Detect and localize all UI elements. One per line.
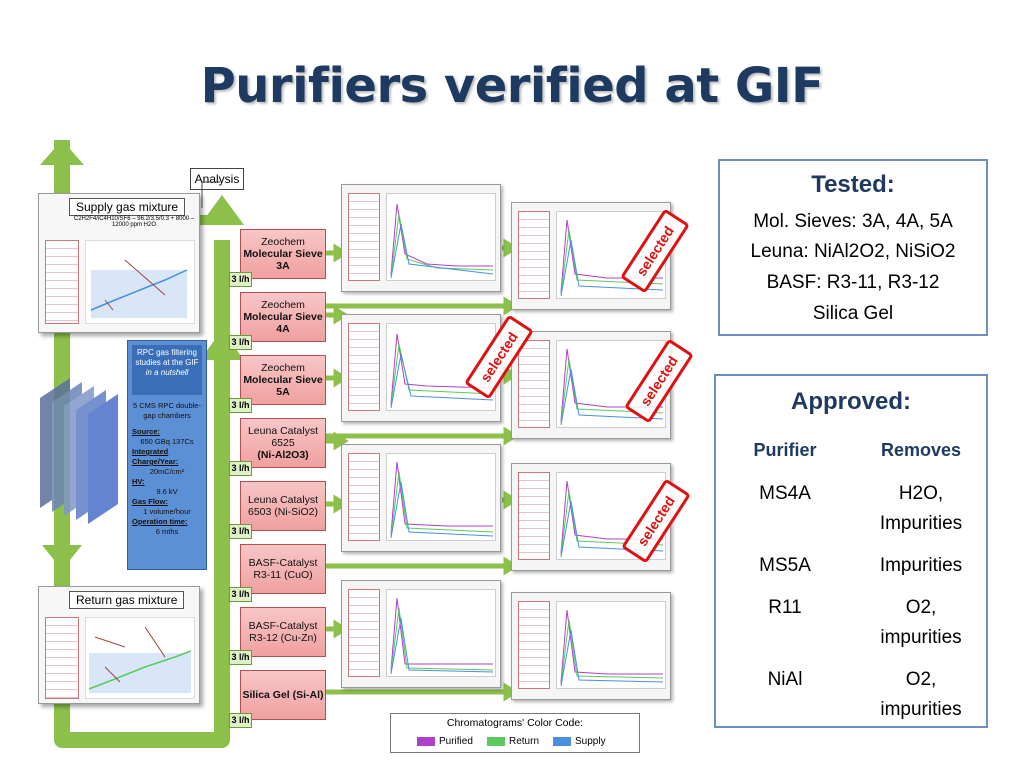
removes-cell: H2O, [898,483,944,504]
supply-swatch [553,737,571,746]
removes-cell: Impurities [879,555,963,576]
purifier-ms4a: Zeochem Molecular Sieve 4A [240,292,326,342]
purifier-silica-gel: Silica Gel (Si-Al) [240,670,326,720]
purifier-line1: Leuna Catalyst [247,425,319,437]
legend-item-supply: Supply [553,736,606,747]
chromatogram-thumbnail [341,580,501,688]
removes-cell: impurities [880,627,962,648]
removes-cell: Impurities [879,513,963,534]
flow-rate-label: 3 l/h [229,650,252,665]
tested-line: Leuna: NiAl2O2, NiSiO2 [750,241,956,262]
chromatogram-thumbnail [511,592,671,700]
legend-title: Chromatograms' Color Code: [446,717,584,729]
legend-label: Purified [439,736,473,747]
info-flow-label: Gas Flow: [132,497,168,506]
purifier-line1: BASF-Catalyst [248,620,318,632]
purifier-line1: Zeochem [261,299,305,311]
purifier-cell: MS4A [759,483,811,504]
info-hv-label: HV: [132,477,145,486]
purifier-line1: Silica Gel (Si-Al) [242,689,324,701]
slide-title: Purifiers verified at GIF [200,58,824,114]
supply-gas-formula: C2H2F4/iC4H10/SF6 – 96.2/3.5/0.3 + 8000 … [73,216,195,228]
info-flow-value: 1 volume/hour [143,507,191,516]
info-subtitle: in a nutshell [145,368,189,377]
rpc-info-box: RPC gas filtering studies at the GIF in … [127,340,207,570]
purifier-basf-r3-12: BASF-Catalyst R3-12 (Cu-Zn) [240,607,326,657]
purifier-ms3a: Zeochem Molecular Sieve 3A [240,229,326,279]
info-source-value: 650 GBq 137Cs [140,437,194,446]
purifier-line3: (Ni-Al2O3) [257,449,309,461]
column-header-purifier: Purifier [753,440,817,460]
purifier-line1: Leuna Catalyst [247,494,319,506]
info-title: RPC gas filtering studies at the GIF [135,348,199,367]
purifier-line2: 6503 (Ni-SiO2) [247,506,319,518]
tested-line: Silica Gel [812,303,894,324]
purifier-line2: Molecular Sieve [243,248,323,260]
return-swatch [487,737,505,746]
purifier-line1: Zeochem [261,362,305,374]
tested-line: Mol. Sieves: 3A, 4A, 5A [753,211,953,232]
chromatogram-color-legend: Chromatograms' Color Code: Purified Retu… [390,713,640,753]
flow-rate-label: 3 l/h [229,587,252,602]
return-gas-panel: Return gas mixture [38,586,200,704]
legend-label: Return [509,736,540,747]
info-charge-value: 20mC/cm² [149,467,185,476]
purifier-cell: R11 [768,597,802,618]
purifier-basf-r3-11: BASF-Catalyst R3-11 (CuO) [240,544,326,594]
analysis-connector [201,181,220,208]
purifier-line1: BASF-Catalyst [248,557,318,569]
flow-rate-label: 3 l/h [229,398,252,413]
column-header-removes: Removes [880,440,962,460]
purifier-cell: NiAl [767,669,803,690]
purifier-line2: Molecular Sieve [243,311,323,323]
purifier-line2: 6525 [271,437,295,449]
purifier-line3: 5A [276,386,290,398]
tested-box: Tested: Mol. Sieves: 3A, 4A, 5A Leuna: N… [718,159,988,336]
return-components-table [45,617,79,699]
flow-rate-label: 3 l/h [229,335,252,350]
removes-cell: impurities [880,699,962,720]
purifier-line3: 3A [276,260,290,272]
info-charge-label: Integrated Charge/Year: [132,447,179,466]
legend-item-purified: Purified [417,736,473,747]
flow-rate-label: 3 l/h [229,461,252,476]
info-hv-value: 9.6 kV [156,487,178,496]
legend-item-return: Return [487,736,539,747]
info-header: RPC gas filtering studies at the GIF in … [132,345,202,395]
info-body: 5 CMS RPC double-gap chambers Source: 65… [132,401,202,537]
purifier-cell: MS5A [759,555,811,576]
return-chromatogram [85,617,195,699]
approved-box: Approved: Purifier Removes MS4A H2O, Imp… [714,374,988,728]
info-time-value: 6 mths [155,527,179,536]
purifier-line2: R3-11 (CuO) [253,569,313,581]
flow-rate-label: 3 l/h [229,524,252,539]
return-gas-label: Return gas mixture [69,591,185,609]
info-line1: 5 CMS RPC double-gap chambers [133,401,201,420]
supply-components-table [45,240,79,324]
purifier-line1: Zeochem [261,236,305,248]
supply-gas-panel: Supply gas mixture C2H2F4/iC4H10/SF6 – 9… [38,193,200,333]
purifier-leuna-6503: Leuna Catalyst 6503 (Ni-SiO2) [240,481,326,531]
purifier-leuna-6525: Leuna Catalyst 6525 (Ni-Al2O3) [240,418,326,468]
info-source-label: Source: [132,427,160,436]
tested-heading: Tested: [811,171,895,198]
purifier-line3: 4A [276,323,290,335]
flow-rate-label: 3 l/h [229,713,252,728]
purifier-line2: R3-12 (Cu-Zn) [249,632,317,644]
purifier-line2: Molecular Sieve [243,374,323,386]
supply-gas-label: Supply gas mixture [69,198,186,216]
removes-cell: O2, [905,669,937,690]
tested-line: BASF: R3-11, R3-12 [766,272,940,293]
purifier-ms5a: Zeochem Molecular Sieve 5A [240,355,326,405]
chromatogram-thumbnail [341,184,501,292]
legend-label: Supply [575,736,606,747]
chromatogram-thumbnail [511,463,671,571]
purified-swatch [417,737,435,746]
info-time-label: Operation time: [132,517,188,526]
approved-heading: Approved: [791,388,911,415]
removes-cell: O2, [905,597,937,618]
chromatogram-thumbnail [341,444,501,552]
flow-rate-label: 3 l/h [229,272,252,287]
supply-chromatogram [85,240,195,324]
